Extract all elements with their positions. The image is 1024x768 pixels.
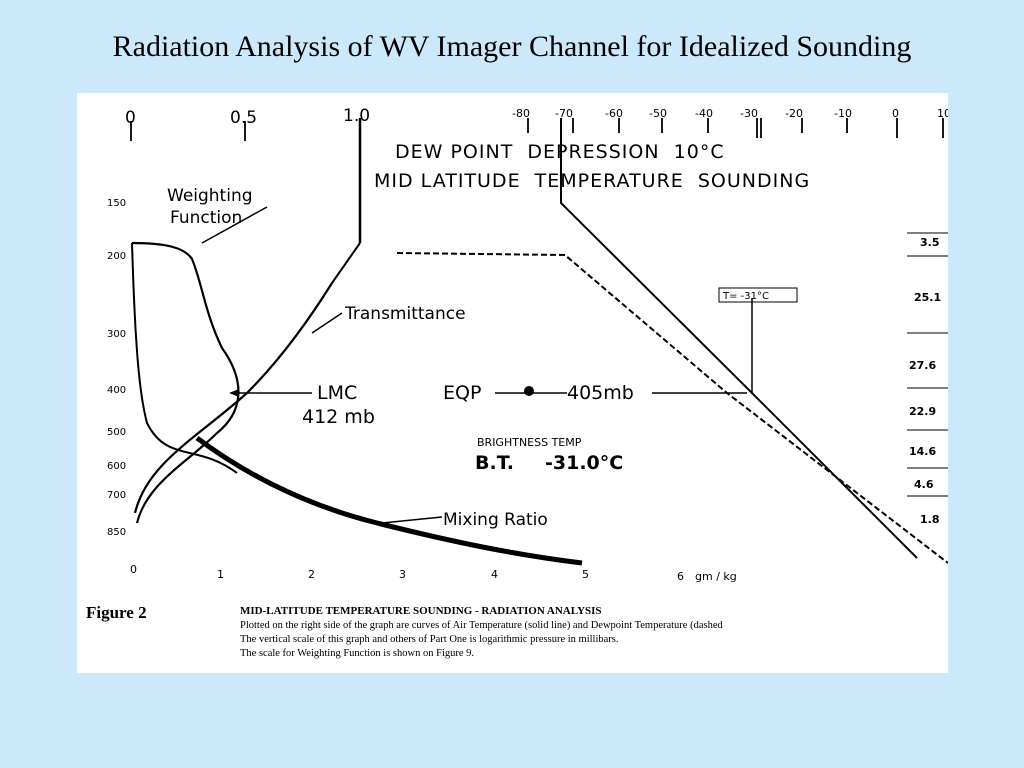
weighting-arrow bbox=[201, 206, 268, 244]
bottom-tick-4: 4 bbox=[491, 568, 498, 581]
temp-box-label: T= -31°C bbox=[722, 291, 769, 302]
caption-title: MID-LATITUDE TEMPERATURE SOUNDING - RADI… bbox=[240, 605, 602, 617]
pressure-200: 200 bbox=[107, 251, 126, 262]
weighting-label-1: Weighting bbox=[167, 186, 253, 206]
temp-tick-label: -40 bbox=[695, 107, 713, 120]
right-value: 1.8 bbox=[920, 513, 940, 526]
pressure-600: 600 bbox=[107, 461, 126, 472]
bt-label: B.T. bbox=[475, 452, 514, 474]
temp-tick-label: 10 bbox=[937, 107, 948, 120]
temp-box bbox=[718, 287, 798, 303]
bottom-tick-1: 1 bbox=[217, 568, 224, 581]
right-value: 14.6 bbox=[909, 445, 936, 458]
slide-title: Radiation Analysis of WV Imager Channel … bbox=[112, 30, 912, 63]
temp-tick-label: -60 bbox=[605, 107, 623, 120]
transmittance-arrow bbox=[311, 312, 343, 334]
caption-line-3: The scale for Weighting Function is show… bbox=[240, 648, 475, 659]
bottom-tick-3: 3 bbox=[399, 568, 406, 581]
caption-line-2: The vertical scale of this graph and oth… bbox=[240, 634, 619, 645]
transmittance-top-segment bbox=[331, 242, 361, 284]
temp-tick-label: -50 bbox=[649, 107, 667, 120]
pressure-850: 850 bbox=[107, 527, 126, 538]
temp-tick-label: -70 bbox=[555, 107, 573, 120]
bottom-tick-6: 6 bbox=[677, 570, 684, 583]
weighting-lower-curve bbox=[131, 242, 238, 474]
pressure-500: 500 bbox=[107, 427, 126, 438]
lmc-label: LMC bbox=[317, 382, 357, 404]
temp-tick-label: -30 bbox=[740, 107, 758, 120]
mixing-ratio-curve bbox=[195, 435, 583, 566]
header-line-1: DEW POINT DEPRESSION 10°C bbox=[395, 141, 725, 163]
bt-value: -31.0°C bbox=[545, 452, 623, 474]
figure-label: Figure 2 bbox=[86, 603, 147, 622]
pressure-150: 150 bbox=[107, 198, 126, 209]
dewpoint-line bbox=[396, 252, 948, 564]
bottom-tick-2: 2 bbox=[308, 568, 315, 581]
brightness-label: BRIGHTNESS TEMP bbox=[477, 436, 582, 449]
right-column-rules bbox=[907, 232, 948, 497]
eqp-point bbox=[524, 386, 534, 396]
right-value: 3.5 bbox=[920, 236, 940, 249]
mixing-arrow bbox=[381, 516, 443, 524]
temp-tick-label: 0 bbox=[892, 107, 899, 120]
bottom-tick-0: 0 bbox=[130, 563, 137, 576]
caption-line-1: Plotted on the right side of the graph a… bbox=[240, 620, 723, 631]
eqp-value: 405mb bbox=[567, 382, 634, 404]
temp-tick-label: -80 bbox=[512, 107, 530, 120]
weighting-label-2: Function bbox=[170, 208, 242, 228]
right-value: 22.9 bbox=[909, 405, 936, 418]
top-tick-label-0.5: 0.5 bbox=[230, 108, 257, 128]
lmc-value: 412 mb bbox=[302, 406, 375, 428]
temperature-ticks bbox=[527, 118, 944, 138]
figure: 0 0.5 1.0 -80 -70 -60 -50 -40 -30 -20 -1… bbox=[77, 93, 948, 673]
chart-svg: 0 0.5 1.0 -80 -70 -60 -50 -40 -30 -20 -1… bbox=[107, 106, 948, 583]
right-value: 4.6 bbox=[914, 478, 934, 491]
pressure-700: 700 bbox=[107, 490, 126, 501]
temp-tick-label: -20 bbox=[785, 107, 803, 120]
right-value: 25.1 bbox=[914, 291, 941, 304]
pressure-400: 400 bbox=[107, 385, 126, 396]
top-tick-label-0: 0 bbox=[125, 108, 136, 128]
pressure-300: 300 bbox=[107, 329, 126, 340]
header-line-2: MID LATITUDE TEMPERATURE SOUNDING bbox=[374, 170, 810, 192]
top-tick-label-1.0: 1.0 bbox=[343, 106, 370, 126]
mixing-ratio-label: Mixing Ratio bbox=[443, 510, 548, 530]
eqp-label: EQP bbox=[443, 382, 481, 404]
right-value: 27.6 bbox=[909, 359, 936, 372]
temp-tick-label: -10 bbox=[834, 107, 852, 120]
transmittance-label: Transmittance bbox=[344, 304, 466, 324]
weighting-function-curve bbox=[131, 241, 240, 524]
bottom-tick-5: 5 bbox=[582, 568, 589, 581]
bottom-unit: gm / kg bbox=[695, 570, 737, 583]
